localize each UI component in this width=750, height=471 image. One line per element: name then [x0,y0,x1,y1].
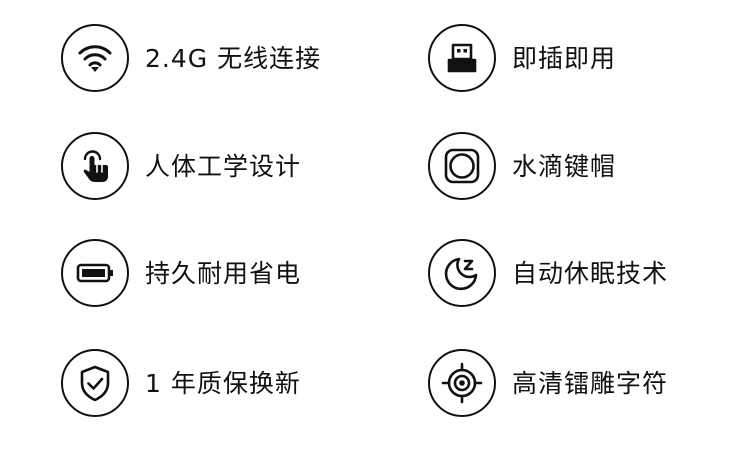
sleep-moon-icon [428,239,496,307]
feature-laser-engraving: 高清镭雕字符 [428,346,668,420]
target-icon [428,349,496,417]
feature-label-auto-sleep: 自动休眠技术 [512,258,669,288]
feature-ergonomic: 人体工学设计 [61,129,301,203]
touch-hand-icon [61,132,129,200]
usb-receiver-icon [428,24,496,92]
feature-label-ergonomic: 人体工学设计 [145,151,302,181]
feature-warranty: 1 年质保换新 [61,346,301,420]
battery-icon [61,239,129,307]
feature-label-laser-engraving: 高清镭雕字符 [512,368,669,398]
feature-battery: 持久耐用省电 [61,236,301,310]
feature-auto-sleep: 自动休眠技术 [428,236,668,310]
feature-plug-and-play: 即插即用 [428,21,616,95]
keycap-icon [428,132,496,200]
feature-label-plug-and-play: 即插即用 [512,43,617,73]
feature-wireless: 2.4G 无线连接 [61,21,321,95]
feature-label-battery: 持久耐用省电 [145,258,302,288]
feature-label-wireless: 2.4G 无线连接 [145,43,322,73]
feature-label-warranty: 1 年质保换新 [145,368,301,398]
feature-keycap: 水滴键帽 [428,129,616,203]
wifi-icon [61,24,129,92]
shield-check-icon [61,349,129,417]
feature-label-keycap: 水滴键帽 [512,151,617,181]
